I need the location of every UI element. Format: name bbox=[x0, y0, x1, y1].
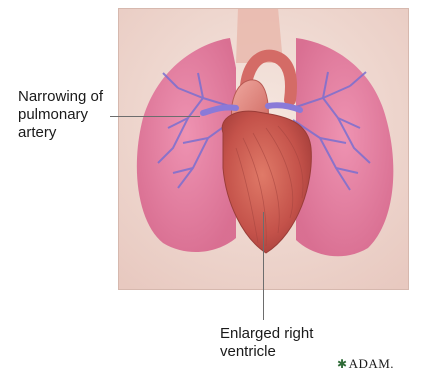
adam-logo: ✱ ADAM. bbox=[337, 356, 394, 372]
adam-star-icon: ✱ bbox=[337, 357, 348, 372]
enlarged-leader-line bbox=[263, 212, 264, 320]
adam-logo-text: ADAM. bbox=[349, 356, 394, 372]
enlarged-right-ventricle-label: Enlarged right ventricle bbox=[220, 325, 340, 361]
narrowing-leader-line bbox=[110, 116, 200, 117]
narrowing-of-pulmonary-artery-label: Narrowing of pulmonary artery bbox=[18, 88, 118, 142]
